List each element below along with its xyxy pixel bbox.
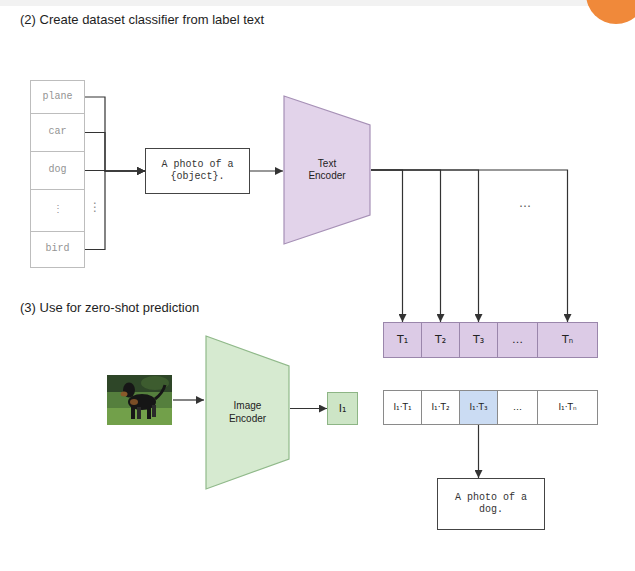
node-text: … (512, 333, 523, 347)
node-text: car (48, 126, 66, 139)
similarity-cell: I₁·Tₙ (537, 390, 598, 425)
label-box: ⋮ (30, 189, 85, 232)
node-text: T₂ (435, 333, 446, 347)
prompt-box: A photo of a {object}. (145, 148, 250, 194)
dog-photo (107, 375, 172, 425)
connector-arrow (371, 170, 568, 322)
connector-arrow (371, 170, 479, 322)
node-text: T₃ (473, 333, 484, 347)
encoder-outline (206, 336, 289, 489)
text-embedding-cell: T₃ (459, 322, 498, 358)
encoder-outline (284, 96, 370, 244)
node-text: I₁·T₃ (469, 402, 487, 413)
label-box: car (30, 113, 85, 152)
text-embedding-cell: … (497, 322, 538, 358)
corner-badge (586, 0, 635, 24)
connector-arrow (85, 97, 145, 171)
top-band (0, 0, 635, 6)
ellipsis-mark: … (519, 196, 531, 210)
text-embedding-cell: T₂ (421, 322, 460, 358)
connector-arrow (85, 133, 145, 172)
label-box: bird (30, 231, 85, 268)
node-text: bird (45, 243, 69, 256)
node-text: … (513, 402, 522, 413)
connector-arrow (478, 425, 479, 478)
node-text: Image Encoder (222, 400, 274, 425)
node-text: dog (48, 164, 66, 177)
similarity-cell: I₁·T₃ (459, 390, 498, 425)
node-text: I₁ (339, 402, 347, 416)
node-text: I₁·Tₙ (558, 402, 576, 413)
ellipsis-mark: ⋮ (89, 200, 101, 214)
label-box: dog (30, 151, 85, 190)
image-embedding-cell: I₁ (327, 392, 358, 425)
text-embedding-cell: Tₙ (537, 322, 598, 358)
node-text: T₁ (397, 333, 408, 347)
node-text: A photo of a dog. (455, 492, 527, 517)
connector-arrow (371, 170, 441, 322)
label-box: plane (30, 80, 85, 114)
connector-arrow (85, 171, 145, 250)
similarity-cell: I₁·T₁ (383, 390, 422, 425)
text-embedding-cell: T₁ (383, 322, 422, 358)
connector-arrow (290, 408, 327, 409)
encoder-block: Image Encoder (205, 335, 290, 490)
connector-arrow (371, 170, 403, 322)
node-text: plane (42, 91, 72, 104)
similarity-cell: I₁·T₂ (421, 390, 460, 425)
section-heading: (3) Use for zero-shot prediction (20, 300, 199, 315)
node-text: Text Encoder (301, 158, 353, 183)
prediction-box: A photo of a dog. (437, 478, 545, 530)
similarity-cell: … (497, 390, 538, 425)
node-text: ⋮ (53, 204, 63, 217)
input-arrow (173, 399, 204, 400)
encoder-block: Text Encoder (283, 95, 371, 245)
connector-arrow (250, 170, 283, 171)
node-text: I₁·T₂ (431, 402, 449, 413)
node-text: I₁·T₁ (393, 402, 411, 413)
node-text: Tₙ (562, 333, 573, 347)
section-heading: (2) Create dataset classifier from label… (20, 12, 264, 27)
node-text: A photo of a {object}. (162, 159, 234, 184)
